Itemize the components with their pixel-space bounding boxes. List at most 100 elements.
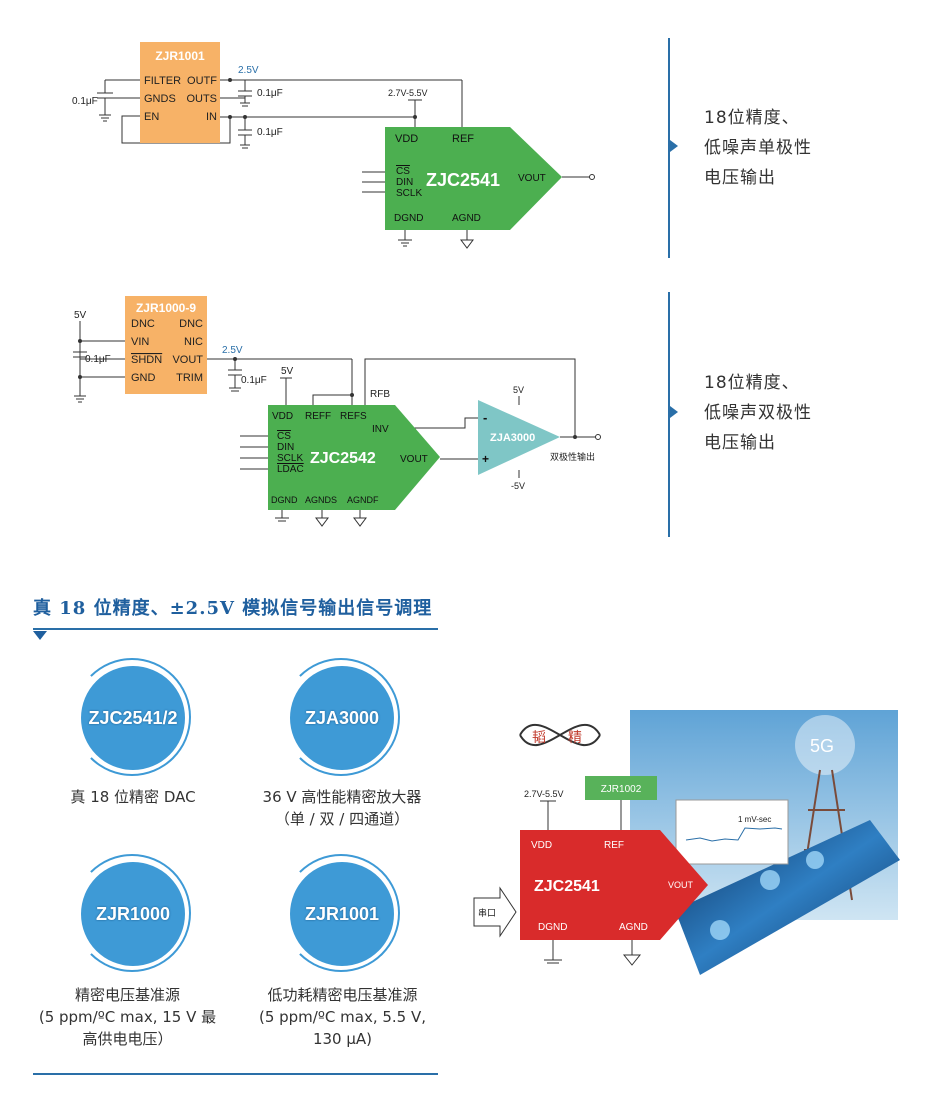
caption-line: 精密电压基准源 — [74, 986, 180, 1004]
pin-label: AGND — [619, 922, 648, 933]
ref-chip-zjr1001 — [140, 42, 220, 143]
supply-label: 5V — [513, 385, 524, 395]
pin-label: INV — [372, 424, 389, 435]
circuit-1-description: 18位精度、 低噪声单极性 电压输出 — [704, 103, 812, 193]
bottom-rule — [33, 1073, 438, 1075]
pin-label: AGND — [452, 213, 481, 224]
dac-zjc2542 — [268, 405, 440, 510]
dac-zjc2541 — [385, 127, 562, 230]
divider-line — [668, 292, 670, 537]
caption-line: 真 18 位精密 DAC — [70, 788, 196, 806]
pin-label: TRIM — [176, 372, 203, 384]
pin-label: VOUT — [172, 354, 203, 366]
caption-line: (5 ppm/ºC max, 5.5 V, — [258, 1008, 427, 1026]
caption-line: 36 V 高性能精密放大器 — [262, 788, 422, 806]
pin-label: GNDS — [144, 93, 176, 105]
pin-label: CS — [396, 166, 410, 177]
pin-label: SCLK — [277, 453, 303, 464]
pin-label: VDD — [531, 840, 552, 851]
pin-label: VOUT — [518, 173, 546, 184]
product-caption: 36 V 高性能精密放大器 （单 / 双 / 四通道） — [232, 786, 452, 830]
pin-label: SHDN — [131, 354, 162, 366]
logo-char: 韬 — [532, 729, 546, 745]
dac-zjc2541-red — [520, 830, 708, 940]
section-title: 真 18 位精度、±2.5V 模拟信号输出信号调理 — [33, 598, 433, 619]
product-caption: 真 18 位精密 DAC — [38, 786, 228, 808]
pin-label: DIN — [277, 442, 294, 453]
badge-ring — [73, 658, 191, 776]
pin-label: REF — [604, 840, 624, 851]
amp-minus: - — [483, 410, 487, 425]
pin-label: CS — [277, 431, 291, 442]
ref-chip-zjr1000-9 — [125, 296, 207, 394]
product-caption: 低功耗精密电压基准源 (5 ppm/ºC max, 5.5 V, 130 μA) — [245, 984, 440, 1050]
cap-label: 0.1μF — [72, 96, 98, 107]
supply-label: 2.7V-5.5V — [388, 88, 428, 98]
pin-label: DIN — [396, 177, 413, 188]
amp-zja3000 — [478, 400, 560, 475]
pin-label: AGNDS — [305, 495, 337, 505]
description-line: 18位精度、 — [704, 108, 800, 128]
dac-title: ZJC2542 — [310, 450, 376, 467]
dac-title: ZJC2541 — [426, 170, 500, 190]
description-line: 电压输出 — [704, 168, 776, 188]
pin-label: REFS — [340, 411, 367, 422]
badge-label: ZJR1001 — [290, 862, 394, 966]
pin-label: VOUT — [668, 880, 694, 890]
ref-chip-zjr1002 — [585, 776, 657, 800]
pin-label: REF — [452, 133, 474, 145]
cap-label: 0.1μF — [257, 127, 283, 138]
logo-char: 精 — [568, 729, 582, 745]
logo-icon: 韬 精 — [519, 723, 601, 747]
pin-label: DGND — [538, 922, 567, 933]
pointer-triangle-icon — [670, 406, 678, 418]
section-triangle-icon — [33, 631, 47, 640]
serial-arrow-icon — [473, 886, 517, 938]
caption-line: 低功耗精密电压基准源 — [267, 986, 418, 1004]
pin-label: DGND — [394, 213, 423, 224]
rfb-label: RFB — [370, 389, 390, 400]
badge-label: ZJR1000 — [81, 862, 185, 966]
application-illustration: 5G 韬 精 1 mV-sec 2.7V-5.5V ZJR1002 VDD RE… — [472, 692, 900, 982]
description-line: 18位精度、 — [704, 373, 800, 393]
product-badge: ZJC2541/2 — [73, 658, 191, 776]
pin-label: VDD — [395, 133, 418, 145]
amp-plus: + — [482, 452, 489, 466]
badge-ring — [282, 658, 400, 776]
voltage-label: 5V — [74, 310, 87, 321]
description-line: 电压输出 — [704, 433, 776, 453]
product-badge: ZJR1000 — [73, 854, 191, 972]
pin-label: DNC — [179, 318, 203, 330]
voltage-label: 5V — [281, 366, 294, 377]
pointer-triangle-icon — [670, 140, 678, 152]
pin-label: DNC — [131, 318, 155, 330]
product-badge: ZJR1001 — [282, 854, 400, 972]
pin-label: EN — [144, 111, 159, 123]
scope-plot — [675, 799, 789, 865]
caption-line: （单 / 双 / 四通道） — [274, 810, 410, 828]
5g-label: 5G — [810, 736, 834, 756]
product-caption: 精密电压基准源 (5 ppm/ºC max, 15 V 最 高供电电压） — [30, 984, 225, 1050]
cap-label: 0.1μF — [241, 375, 267, 386]
chip-title: ZJR1002 — [601, 784, 642, 795]
dac-title: ZJC2541 — [534, 878, 600, 895]
badge-label: ZJC2541/2 — [81, 666, 185, 770]
pin-label: FILTER — [144, 75, 181, 87]
pin-label: VOUT — [400, 454, 428, 465]
circuit-1-diagram: ZJR1001 FILTER GNDS EN OUTF OUTS IN 0.1μ… — [72, 42, 595, 249]
chip-title: ZJR1000-9 — [136, 301, 196, 315]
caption-line: 130 μA) — [312, 1030, 373, 1048]
amp-title: ZJA3000 — [490, 432, 535, 444]
fiber-cable-image — [675, 820, 900, 975]
description-line: 低噪声双极性 — [704, 403, 812, 423]
supply-label: -5V — [511, 481, 525, 491]
pin-label: OUTS — [186, 93, 217, 105]
voltage-label: 2.5V — [222, 345, 243, 356]
pin-label: AGNDF — [347, 495, 379, 505]
circuit-2-description: 18位精度、 低噪声双极性 电压输出 — [704, 368, 812, 458]
pin-label: VDD — [272, 411, 293, 422]
pin-label: REFF — [305, 411, 331, 422]
badge-ring — [73, 854, 191, 972]
caption-line: 高供电电压） — [82, 1030, 173, 1048]
cap-label: 0.1μF — [85, 354, 111, 365]
